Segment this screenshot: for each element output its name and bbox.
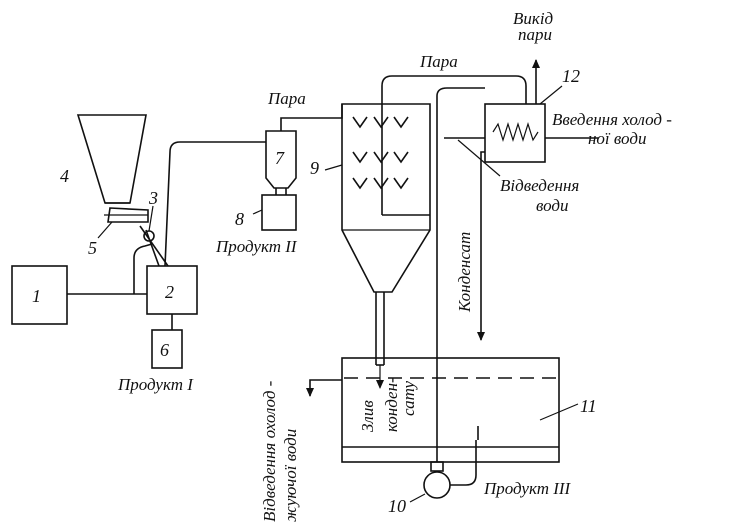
label-n9: 9 xyxy=(310,158,319,178)
label-drain-2: конден- xyxy=(382,377,401,432)
shelf-9 xyxy=(393,177,409,190)
label-water-out-2: води xyxy=(536,196,569,215)
leader-11 xyxy=(539,403,579,421)
condenser-9 xyxy=(341,103,431,293)
label-n2: 2 xyxy=(165,282,174,302)
leader-5 xyxy=(97,221,113,239)
block-1 xyxy=(11,265,68,325)
label-condensate: Конденсат xyxy=(455,232,474,313)
label-cold-water-2: ної води xyxy=(588,129,646,148)
label-n4: 4 xyxy=(60,166,69,186)
hopper-4 xyxy=(76,114,147,204)
label-n12: 12 xyxy=(562,66,580,86)
separator-7 xyxy=(265,130,297,189)
pump-outlet xyxy=(450,440,477,486)
leader-12 xyxy=(539,85,563,105)
label-steam-top: Пара xyxy=(419,52,458,71)
label-n7: 7 xyxy=(275,148,285,168)
shelf-8 xyxy=(373,177,389,190)
label-drain-3: сату xyxy=(399,381,418,416)
return-pipe-top xyxy=(436,87,485,97)
label-product-1: Продукт I xyxy=(117,375,194,394)
leader-10 xyxy=(409,493,426,503)
pump-inlet xyxy=(430,461,444,472)
steam-line-2-7 xyxy=(164,141,266,267)
label-n10: 10 xyxy=(388,496,406,516)
feed-line-b xyxy=(145,229,160,267)
label-product-3: Продукт III xyxy=(483,479,572,498)
label-n11: 11 xyxy=(580,396,597,416)
bypass-line xyxy=(133,243,153,294)
block-8 xyxy=(261,194,297,231)
label-water-out-1: Відведення xyxy=(500,176,579,195)
label-cold-water-1: Введення холод - xyxy=(552,110,672,129)
shelf-1 xyxy=(352,116,368,129)
feeder-5 xyxy=(107,207,149,223)
label-steam-out-2: пари xyxy=(518,25,552,44)
label-cooling-out-1: Відведення охолод - xyxy=(260,380,279,522)
shelf-5 xyxy=(373,151,389,164)
label-n8: 8 xyxy=(235,209,244,229)
shelf-4 xyxy=(352,151,368,164)
leader-9 xyxy=(324,164,343,171)
leader-8 xyxy=(252,209,263,215)
feed-line-a xyxy=(139,225,169,267)
shelf-6 xyxy=(393,151,409,164)
label-cooling-out-2: жуючої води xyxy=(281,429,300,522)
label-n1: 1 xyxy=(32,286,41,306)
cooling-out-line xyxy=(306,379,342,397)
label-product-2: Продукт II xyxy=(215,237,298,256)
label-drain-1: Злив xyxy=(358,400,377,432)
leader-water-out xyxy=(457,139,501,177)
label-steam-left: Пара xyxy=(267,89,306,108)
label-steam-out-1: Викід xyxy=(513,9,554,28)
label-n6: 6 xyxy=(160,340,169,360)
condenser-12 xyxy=(484,103,546,163)
label-n5: 5 xyxy=(88,238,97,258)
tank-11 xyxy=(341,357,560,463)
shelf-2 xyxy=(373,116,389,129)
pump-10 xyxy=(423,471,451,499)
label-n3: 3 xyxy=(148,188,158,208)
leader-3 xyxy=(148,205,154,232)
shelf-3 xyxy=(393,116,409,129)
steam-line-7-9 xyxy=(280,104,343,131)
condensate-line xyxy=(477,151,485,341)
coil xyxy=(492,121,539,143)
shelf-7 xyxy=(352,177,368,190)
steam-line-9-12 xyxy=(381,75,527,215)
block-6 xyxy=(151,329,183,369)
